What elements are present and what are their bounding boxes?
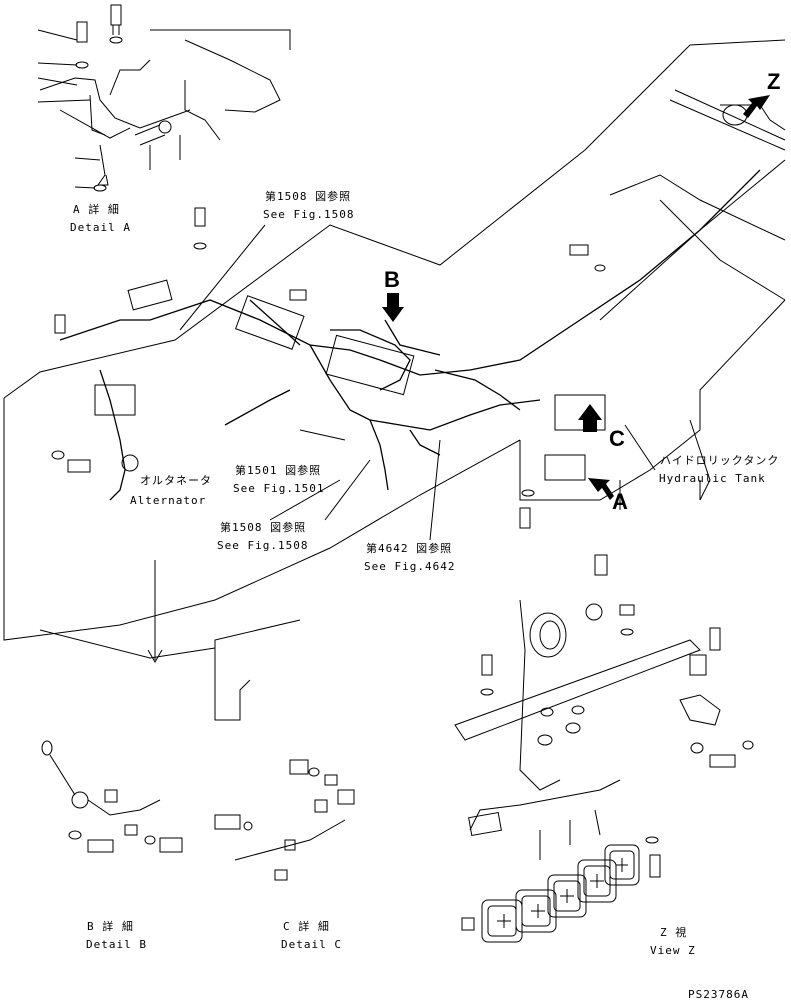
ref-fig1508-bottom-jp: 第1508 図参照 [220, 521, 307, 534]
view-z-parts [454, 554, 754, 931]
view-z-title-jp: Z 視 [660, 926, 688, 939]
marker-z: Z [767, 69, 781, 94]
arrow-z-icon [743, 95, 770, 118]
detail-a-parts [39, 4, 191, 192]
alternator-label-en: Alternator [130, 494, 207, 507]
detail-b-title-en: Detail B [86, 938, 147, 951]
marker-b: B [384, 267, 400, 292]
ref-fig4642-en: See Fig.4642 [364, 560, 456, 573]
marker-c: C [609, 426, 625, 451]
frame-outline [3, 29, 786, 721]
view-z-title-en: View Z [650, 944, 696, 957]
drawing-number: PS23786A [688, 988, 749, 1000]
detail-c-title-en: Detail C [281, 938, 342, 951]
lamp-housings [481, 809, 640, 943]
leader-lines [37, 29, 701, 541]
marker-a: A [612, 489, 628, 514]
detail-c-parts [214, 759, 355, 881]
components [51, 89, 786, 529]
hydraulic-tank-label-en: Hydraulic Tank [659, 472, 766, 485]
hydraulic-tank-label-jp: ハイドロリックタンク [660, 454, 780, 467]
detail-a-title-jp: A 詳 細 [73, 203, 120, 216]
alternator-label-jp: オルタネータ [140, 474, 212, 487]
ref-fig1508-top-en: See Fig.1508 [263, 208, 355, 221]
detail-a-title-en: Detail A [70, 221, 131, 234]
main-harness [59, 169, 761, 501]
detail-c-title-jp: C 詳 細 [283, 920, 330, 933]
detail-b-parts [41, 740, 183, 853]
direction-arrows [382, 95, 770, 500]
ref-fig4642-jp: 第4642 図参照 [366, 542, 453, 555]
ref-fig1501-en: See Fig.1501 [233, 482, 325, 495]
ref-fig1508-bottom-en: See Fig.1508 [217, 539, 309, 552]
arrow-c-icon [578, 404, 602, 432]
arrow-a-icon [588, 478, 614, 500]
ref-fig1508-top-jp: 第1508 図参照 [265, 190, 352, 203]
detail-b-title-jp: B 詳 細 [87, 920, 134, 933]
ref-fig1501-jp: 第1501 図参照 [235, 464, 322, 477]
arrow-b-icon [382, 293, 404, 322]
